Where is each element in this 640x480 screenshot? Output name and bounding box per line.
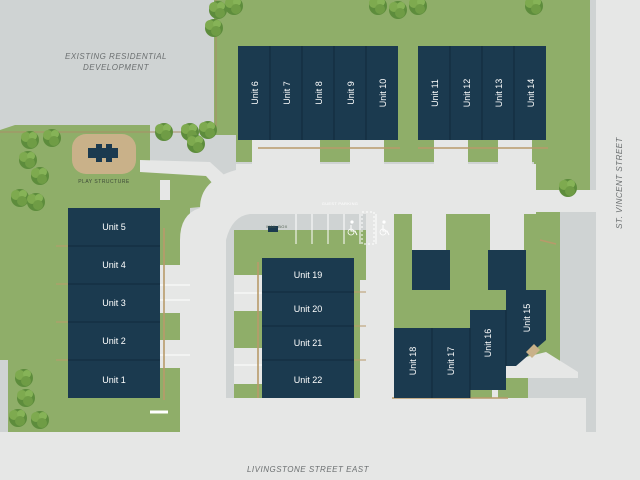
unit-3-label: Unit 3 — [102, 298, 126, 308]
patio-ticks-left — [56, 245, 68, 361]
garage-right-1 — [412, 250, 450, 290]
unit-14 — [514, 46, 546, 140]
unit-5 — [68, 208, 160, 246]
unit-18-label: Unit 18 — [408, 347, 418, 376]
driveway-left-2 — [156, 340, 190, 368]
unit-21 — [262, 326, 354, 360]
unit-17 — [432, 328, 470, 398]
garage-right-2 — [488, 250, 526, 290]
unit-11 — [418, 46, 450, 140]
unit-6 — [238, 46, 270, 140]
unit-dividers-center — [262, 291, 354, 361]
unit-2-label: Unit 2 — [102, 336, 126, 346]
unit-12 — [450, 46, 482, 140]
south-drive — [226, 398, 586, 434]
existing-development-label-1: EXISTING RESIDENTIAL — [65, 52, 167, 61]
st-vincent-street — [596, 0, 640, 480]
unit-13-label: Unit 13 — [494, 79, 504, 108]
unit-2 — [68, 322, 160, 360]
building-left — [68, 208, 160, 398]
unit-8 — [302, 46, 334, 140]
unit-7 — [270, 46, 302, 140]
play-equipment — [88, 148, 118, 158]
play-structure — [72, 134, 136, 174]
existing-development-label-2: DEVELOPMENT — [83, 63, 150, 72]
unit-7-label: Unit 7 — [282, 81, 292, 105]
unit-dividers-right — [431, 310, 507, 398]
unit-19 — [262, 258, 354, 292]
driveway-left-1 — [156, 265, 190, 313]
st-vincent-street-label: ST. VINCENT STREET — [615, 136, 624, 228]
walkways — [360, 280, 498, 432]
unit-21-label: Unit 21 — [294, 338, 323, 348]
building-top-left — [238, 46, 398, 140]
building-center — [262, 258, 354, 398]
unit-10-label: Unit 10 — [378, 79, 388, 108]
unit-dividers-top — [269, 46, 515, 140]
unit-14-label: Unit 14 — [526, 79, 536, 108]
patio-15 — [526, 344, 540, 358]
main-drive-west — [180, 170, 250, 432]
main-drive-north — [236, 164, 536, 214]
unit-9-label: Unit 9 — [346, 81, 356, 105]
unit-22-label: Unit 22 — [294, 375, 323, 385]
unit-4 — [68, 246, 160, 284]
driveway-right-1 — [412, 212, 446, 252]
unit-3 — [68, 284, 160, 322]
crosswalk-hatch — [361, 211, 375, 245]
unit-10 — [366, 46, 398, 140]
unit-19-label: Unit 19 — [294, 270, 323, 280]
sidewalk-left — [160, 180, 170, 200]
center-drive-east — [366, 214, 394, 434]
unit-16-label: Unit 16 — [483, 329, 493, 358]
play-structure-label: PLAY STRUCTURE — [78, 179, 130, 185]
unit-4-label: Unit 4 — [102, 260, 126, 270]
patio-ticks-center — [354, 291, 366, 361]
unit-13 — [482, 46, 514, 140]
unit-20-label: Unit 20 — [294, 304, 323, 314]
path-to-play — [140, 160, 232, 194]
unit-11-label: Unit 11 — [430, 79, 440, 107]
driveway-right-2 — [490, 212, 524, 252]
unit-16 — [470, 310, 506, 390]
building-top-right — [418, 46, 546, 140]
unit-8-label: Unit 8 — [314, 81, 324, 105]
guest-parking-label: GUEST PARKING — [322, 201, 358, 206]
unit-12-label: Unit 12 — [462, 79, 472, 108]
unit-17-label: Unit 17 — [446, 347, 456, 376]
unit-22 — [262, 360, 354, 398]
unit-18 — [394, 328, 432, 398]
unit-1-label: Unit 1 — [102, 375, 126, 385]
livingstone-street — [0, 432, 640, 480]
livingstone-street-label: LIVINGSTONE STREET EAST — [247, 465, 370, 474]
mailbox — [268, 226, 278, 232]
unit-1 — [68, 360, 160, 398]
unit-20 — [262, 292, 354, 326]
unit-5-label: Unit 5 — [102, 222, 126, 232]
entry-road-east — [530, 190, 600, 212]
accessible-parking-icon — [379, 220, 390, 236]
parking-markings — [150, 214, 377, 414]
accessible-parking-icon — [347, 220, 358, 236]
mailbox-label: MAIL BOX — [266, 224, 287, 229]
unit-15-label: Unit 15 — [522, 304, 532, 333]
unit-9 — [334, 46, 366, 140]
unit-6-label: Unit 6 — [250, 81, 260, 105]
unit-dividers-left — [68, 245, 160, 361]
